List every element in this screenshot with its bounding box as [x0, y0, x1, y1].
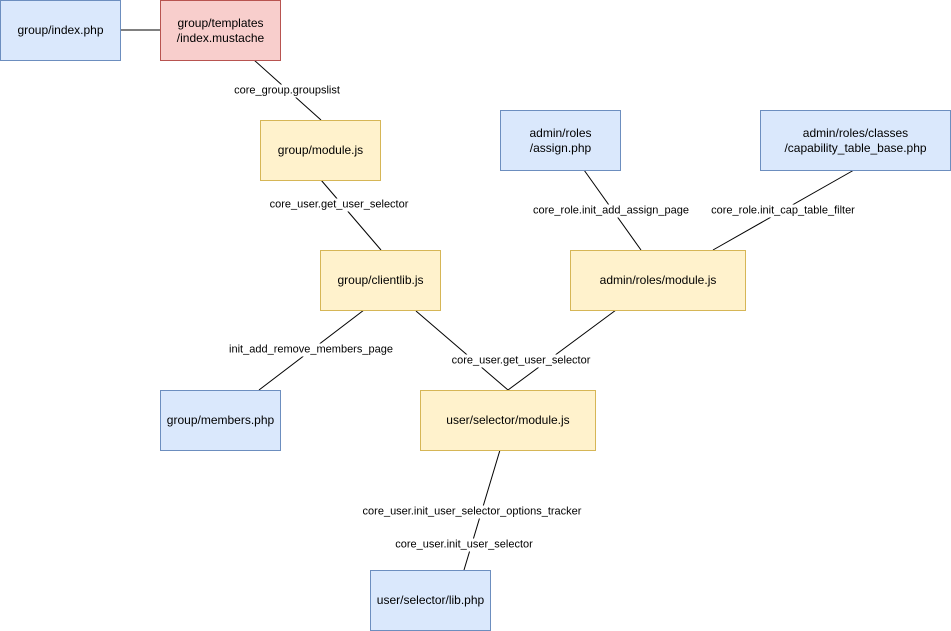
node-group-templates-index-mustache[interactable]: group/templates /index.mustache	[160, 0, 281, 61]
node-admin-roles-assign-php[interactable]: admin/roles /assign.php	[500, 110, 621, 171]
node-admin-roles-module-js[interactable]: admin/roles/module.js	[570, 250, 746, 311]
edge-label-core-user-init-user-selector: core_user.init_user_selector	[394, 538, 534, 552]
edge-label-core-user-get-user-selector-bottom: core_user.get_user_selector	[450, 354, 592, 368]
edge-roles-module-to-selector-module	[507, 309, 617, 391]
node-group-module-js[interactable]: group/module.js	[260, 120, 381, 181]
node-user-selector-lib-php[interactable]: user/selector/lib.php	[370, 570, 491, 631]
edge-label-core-user-get-user-selector-top: core_user.get_user_selector	[268, 198, 410, 212]
node-group-members-php[interactable]: group/members.php	[160, 390, 281, 451]
node-group-clientlib-js[interactable]: group/clientlib.js	[320, 250, 441, 311]
edge-label-core-role-init-add-assign-page: core_role.init_add_assign_page	[532, 204, 690, 218]
node-admin-roles-classes-capability-table-base-php[interactable]: admin/roles/classes /capability_table_ba…	[760, 110, 951, 171]
edge-label-core-user-init-user-selector-options-tracker: core_user.init_user_selector_options_tra…	[361, 505, 583, 519]
edge-group-module-to-clientlib	[320, 179, 382, 251]
node-group-index-php[interactable]: group/index.php	[0, 0, 121, 61]
node-user-selector-module-js[interactable]: user/selector/module.js	[420, 390, 596, 451]
edge-label-init-add-remove-members-page: init_add_remove_members_page	[228, 343, 394, 357]
edge-clientlib-to-selector-module	[415, 310, 509, 391]
edge-label-core-role-init-cap-table-filter: core_role.init_cap_table_filter	[710, 204, 856, 218]
edge-label-core-group-groupslist: core_group.groupslist	[233, 84, 341, 98]
